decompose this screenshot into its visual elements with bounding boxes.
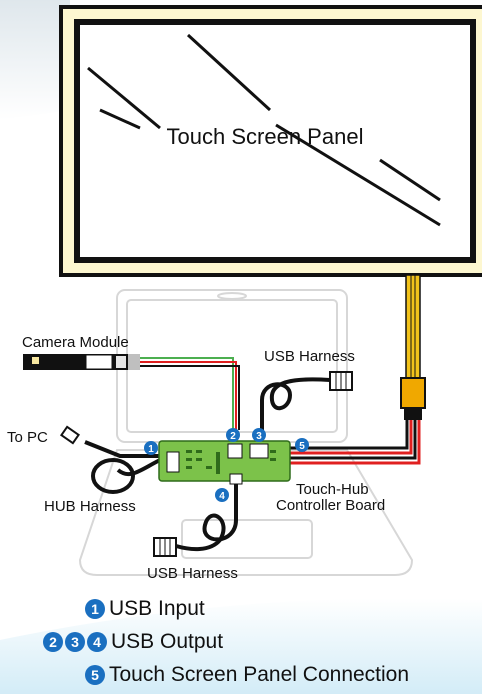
panel-flex-cable (400, 274, 426, 420)
legend-panel-connection: 5 Touch Screen Panel Connection (85, 663, 409, 687)
marker-3: 3 (252, 428, 266, 442)
legend-usb-output: 2 3 4 USB Output (43, 630, 223, 654)
legend-number: 1 (85, 599, 105, 619)
touch-screen-panel-label: Touch Screen Panel (167, 124, 364, 149)
touch-screen-panel: Touch Screen Panel (59, 5, 482, 277)
marker-5-text: 5 (299, 441, 305, 452)
marker-4: 4 (215, 488, 229, 502)
legend-text: Touch Screen Panel Connection (109, 663, 410, 686)
panel-glare-lines (87, 33, 441, 227)
controller-board-label-line1: Touch-Hub (296, 481, 369, 498)
usb-harness-bottom: USB Harness (147, 480, 238, 582)
panel-connection-cable (290, 420, 421, 465)
legend-number: 4 (87, 632, 107, 652)
marker-1: 1 (144, 441, 158, 455)
background-bottom-glow (0, 598, 482, 694)
touch-hub-controller-board: Touch-Hub Controller Board (158, 440, 385, 514)
legend-text: USB Output (111, 630, 224, 653)
legend-usb-input: 1 USB Input (85, 597, 205, 621)
camera-module-label: Camera Module (22, 334, 129, 351)
marker-2-text: 2 (230, 431, 236, 442)
legend-number: 5 (85, 665, 105, 685)
legend-text: USB Input (109, 597, 205, 620)
camera-cable (140, 357, 240, 430)
marker-1-text: 1 (148, 444, 154, 455)
usb-harness-bottom-label: USB Harness (147, 565, 238, 582)
hub-harness: To PC HUB Harness (7, 425, 161, 515)
camera-module: Camera Module (22, 334, 140, 370)
legend-number: 3 (65, 632, 85, 652)
marker-3-text: 3 (256, 431, 262, 442)
to-pc-plug (60, 425, 80, 445)
hub-harness-label: HUB Harness (44, 498, 136, 515)
marker-5: 5 (295, 438, 309, 452)
marker-2: 2 (226, 428, 240, 442)
to-pc-label: To PC (7, 429, 48, 446)
panel-connector (400, 377, 426, 409)
legend-number: 2 (43, 632, 63, 652)
usb-harness-top: USB Harness (260, 348, 355, 430)
background-keyboard-shadow (0, 0, 70, 120)
controller-board-label-line2: Controller Board (276, 497, 385, 514)
usb-harness-top-label: USB Harness (264, 348, 355, 365)
marker-4-text: 4 (219, 491, 225, 502)
